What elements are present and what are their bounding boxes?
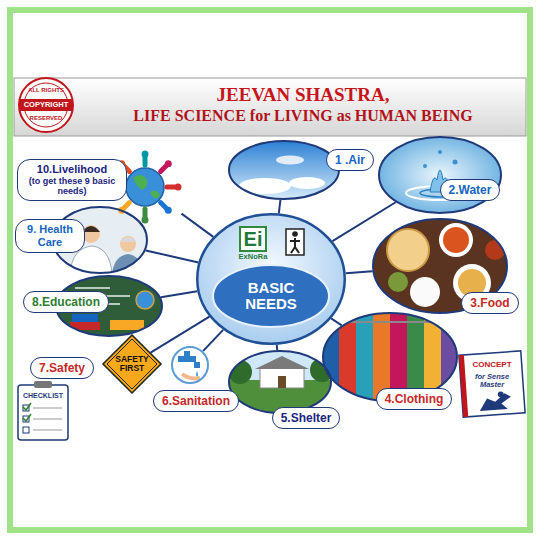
logo-mark: Ei: [239, 226, 268, 252]
node-label: 2.Water: [449, 183, 492, 197]
livelihood-picture: 10.Livelihood(to get these 9 basic needs…: [95, 148, 195, 226]
safety-sign: SAFETY FIRST: [102, 334, 162, 394]
ellipse-outline: [228, 350, 332, 414]
title-text: JEEVAN SHASTRA,: [80, 84, 526, 106]
label-pill: 5.Shelter: [272, 407, 341, 429]
stamp-text: RESERVED: [19, 115, 73, 122]
ellipse-outline: [171, 346, 209, 384]
connector-line: [182, 214, 214, 237]
book-title: CONCEPT: [464, 361, 520, 370]
connector-line: [151, 317, 210, 353]
ellipse-outline: [228, 140, 340, 200]
node-label: 4.Clothing: [385, 392, 444, 406]
stamp-text: ALL RIGHTS: [19, 87, 73, 94]
node-label: BASIC NEEDS: [235, 280, 307, 313]
node-label: 3.Food: [470, 296, 509, 310]
node-label: 5.Shelter: [281, 411, 332, 425]
connector-line: [146, 250, 199, 262]
clipboard-text: CHECKLIST: [18, 392, 68, 400]
ellipse-outline: [378, 136, 502, 214]
node-label: 7.Safety: [39, 361, 85, 375]
connector-line: [203, 330, 223, 351]
need-photo: 5.Shelter: [228, 350, 332, 414]
connector-line: [332, 202, 395, 241]
label-pill: 1 .Air: [326, 149, 374, 171]
node-label: 1 .Air: [335, 153, 365, 167]
node-label: 6.Sanitation: [162, 394, 230, 408]
title-line: LIFE SCIENCE for LIVING as HUMAN BEING: [80, 106, 526, 125]
node-label: 8.Education: [32, 295, 100, 309]
label-pill: 4.Clothing: [376, 388, 453, 410]
need-photo: 2.Water: [378, 136, 502, 214]
label-pill: 10.Livelihood(to get these 9 basic needs…: [17, 159, 127, 200]
node-label: 9. Health Care: [24, 223, 76, 248]
connector-line: [279, 200, 281, 213]
need-photo: 1 .Air: [228, 140, 340, 200]
connector-line: [346, 271, 373, 273]
need-photo: 4.Clothing: [322, 312, 458, 402]
connector-line: [276, 345, 278, 350]
node-note: ExNoRa: [239, 253, 268, 261]
sanitation-icon: 6.Sanitation: [171, 346, 209, 384]
label-pill: 9. Health Care: [15, 219, 85, 252]
connector-line: [161, 291, 197, 297]
need-photo: 9. Health Care: [52, 206, 148, 274]
need-label: 7.Safety: [30, 357, 94, 379]
logo-name: ExNoRa: [239, 253, 268, 261]
core-ellipse: BASIC NEEDS: [212, 264, 330, 328]
node-label: 10.Livelihood: [26, 163, 118, 176]
stamp-text: COPYRIGHT: [19, 101, 73, 109]
node-label: SAFETY FIRST: [111, 355, 153, 374]
hub-ellipse: EiExNoRaBASIC NEEDS: [196, 213, 346, 345]
node-note: (to get these 9 basic needs): [26, 176, 118, 197]
label-pill: 2.Water: [440, 179, 501, 201]
connector-line: [331, 318, 342, 325]
label-pill: 8.Education: [23, 291, 109, 313]
need-photo: 8.Education: [55, 275, 163, 337]
label-pill: 3.Food: [461, 292, 518, 314]
need-photo: 3.Food: [372, 218, 508, 314]
book-text: for Sense Master: [464, 373, 520, 390]
label-pill: 6.Sanitation: [153, 390, 239, 412]
node-label: Ei: [239, 226, 268, 252]
